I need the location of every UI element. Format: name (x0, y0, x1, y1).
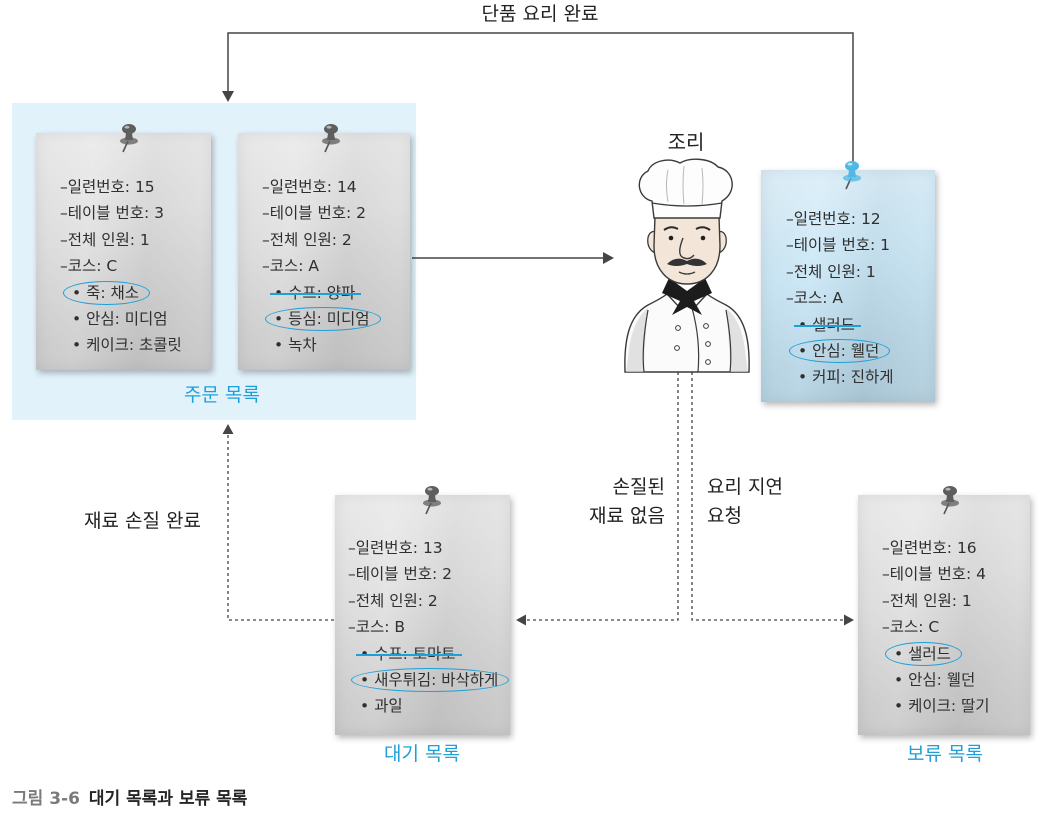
transition-label-line: 재료 없음 (589, 505, 665, 527)
ticket-menu-item: • 과일 (360, 697, 403, 716)
connector-cooking-to-hold (691, 372, 845, 621)
arrowhead-right (844, 614, 854, 626)
transition-label-line: 손질된 (612, 476, 665, 498)
hold-list-label: 보류 목록 (907, 743, 983, 765)
cooking-label: 조리 (667, 130, 705, 154)
ticket-course: –코스: B (348, 618, 406, 637)
pushpin-icon (941, 486, 959, 515)
ticket-course: –코스: A (786, 289, 844, 308)
pushpin-icon (120, 124, 138, 153)
ticket-guests: –전체 인원: 1 (60, 230, 150, 249)
transition-label-line: 요리 지연 (707, 476, 783, 498)
ticket-menu-item: • 커피: 진하게 (798, 368, 894, 387)
transition-label-ingredients-prepped: 재료 손질 완료 (84, 510, 201, 532)
ticket-table: –테이블 번호: 2 (348, 565, 452, 584)
ticket-menu-item: • 녹차 (274, 336, 317, 355)
ticket-serial: –일련번호: 14 (262, 178, 357, 196)
ticket-menu-item: • 샐러드 (794, 312, 861, 338)
ticket-serial: –일련번호: 16 (882, 539, 977, 557)
arrowhead-right (603, 252, 614, 264)
order-ticket-1: –일련번호: 15 –테이블 번호: 3 –전체 인원: 1 –코스: C • … (36, 124, 211, 370)
ticket-course: –코스: C (882, 618, 940, 637)
ticket-menu-item: • 죽: 채소 (63, 280, 150, 306)
cooking-ticket: –일련번호: 12 –테이블 번호: 1 –전체 인원: 1 –코스: A • … (761, 161, 935, 402)
arrowhead-down (222, 91, 234, 102)
ticket-table: –테이블 번호: 1 (786, 236, 890, 255)
ticket-menu-item: • 안심: 웰던 (788, 338, 891, 364)
ticket-serial: –일련번호: 12 (786, 210, 881, 228)
ticket-menu-item: • 등심: 미디엄 (265, 306, 381, 332)
ticket-course: –코스: C (60, 257, 118, 276)
figure-title: 대기 목록과 보류 목록 (88, 789, 248, 809)
figure-number: 그림 3-6 (12, 789, 80, 809)
order-ticket-2: –일련번호: 14 –테이블 번호: 2 –전체 인원: 2 –코스: A • … (238, 124, 410, 370)
ticket-menu-item: • 샐러드 (885, 641, 962, 667)
connector-cooking-to-waiting (525, 372, 679, 621)
arrowhead-up (222, 424, 234, 434)
ticket-menu-item: • 안심: 웰던 (894, 670, 976, 689)
hold-list-ticket: –일련번호: 16 –테이블 번호: 4 –전체 인원: 1 –코스: C • … (858, 486, 1030, 735)
ticket-menu-item: • 케이크: 딸기 (894, 697, 990, 716)
ticket-guests: –전체 인원: 2 (262, 230, 352, 249)
ticket-menu-item: • 안심: 미디엄 (72, 309, 168, 328)
waiting-list-ticket: –일련번호: 13 –테이블 번호: 2 –전체 인원: 2 –코스: B • … (335, 486, 510, 735)
pushpin-icon (423, 486, 441, 515)
ticket-table: –테이블 번호: 4 (882, 565, 986, 584)
ticket-guests: –전체 인원: 1 (786, 262, 876, 281)
connector-waiting-to-order (227, 433, 334, 621)
ticket-serial: –일련번호: 15 (60, 178, 155, 196)
ticket-course: –코스: A (262, 257, 320, 276)
transition-label-single-dish-done: 단품 요리 완료 (481, 3, 599, 25)
transition-label-line: 요청 (707, 505, 742, 527)
ticket-table: –테이블 번호: 2 (262, 204, 366, 223)
ticket-table: –테이블 번호: 3 (60, 204, 164, 223)
ticket-serial: –일련번호: 13 (348, 539, 443, 557)
ticket-menu-item: • 케이크: 초콜릿 (72, 336, 182, 355)
pushpin-icon (322, 124, 340, 153)
transition-label-delay-request: 요리 지연 요청 (707, 473, 783, 531)
pushpin-icon (843, 161, 861, 190)
order-list-label: 주문 목록 (184, 384, 260, 406)
ticket-menu-item: • 수프: 양파 (269, 280, 362, 306)
figure-caption: 그림 3-6 대기 목록과 보류 목록 (12, 788, 247, 810)
ticket-menu-item: • 수프: 토마토 (356, 641, 462, 667)
ticket-guests: –전체 인원: 1 (882, 591, 972, 610)
ticket-guests: –전체 인원: 2 (348, 591, 438, 610)
connector-single-dish-done (227, 32, 854, 166)
arrowhead-left (516, 614, 526, 626)
waiting-list-label: 대기 목록 (384, 743, 460, 765)
transition-label-no-prepped-ingredients: 손질된 재료 없음 (545, 473, 665, 531)
ticket-menu-item: • 새우튀김: 바삭하게 (350, 667, 510, 693)
chef-illustration (624, 158, 750, 373)
